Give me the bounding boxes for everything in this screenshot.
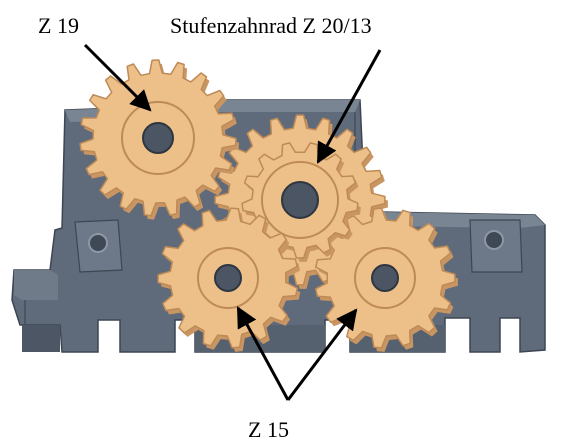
callout-arrows [83, 43, 382, 401]
arrow-stepped-gear [316, 49, 382, 164]
housing-left-ledge [14, 270, 58, 300]
label-z19: Z 19 [38, 13, 79, 38]
left-mount-hole [88, 233, 108, 253]
gear-bore [281, 181, 319, 219]
gear-bore [142, 122, 174, 154]
arrow-z15-right [286, 308, 358, 401]
gear-z15-left [157, 207, 301, 352]
arrow-z15-left [236, 306, 290, 401]
gear-z19 [79, 59, 239, 220]
gear-stepped-small [241, 142, 361, 262]
right-mount-hole [484, 230, 504, 250]
gear-bore [371, 264, 399, 292]
arrow-z19 [83, 43, 152, 112]
gear-set [79, 59, 458, 352]
gear-bore [214, 264, 242, 292]
label-stepped-gear: Stufenzahnrad Z 20/13 [170, 13, 372, 38]
housing-foot-1 [22, 325, 60, 352]
label-z15: Z 15 [248, 417, 289, 442]
